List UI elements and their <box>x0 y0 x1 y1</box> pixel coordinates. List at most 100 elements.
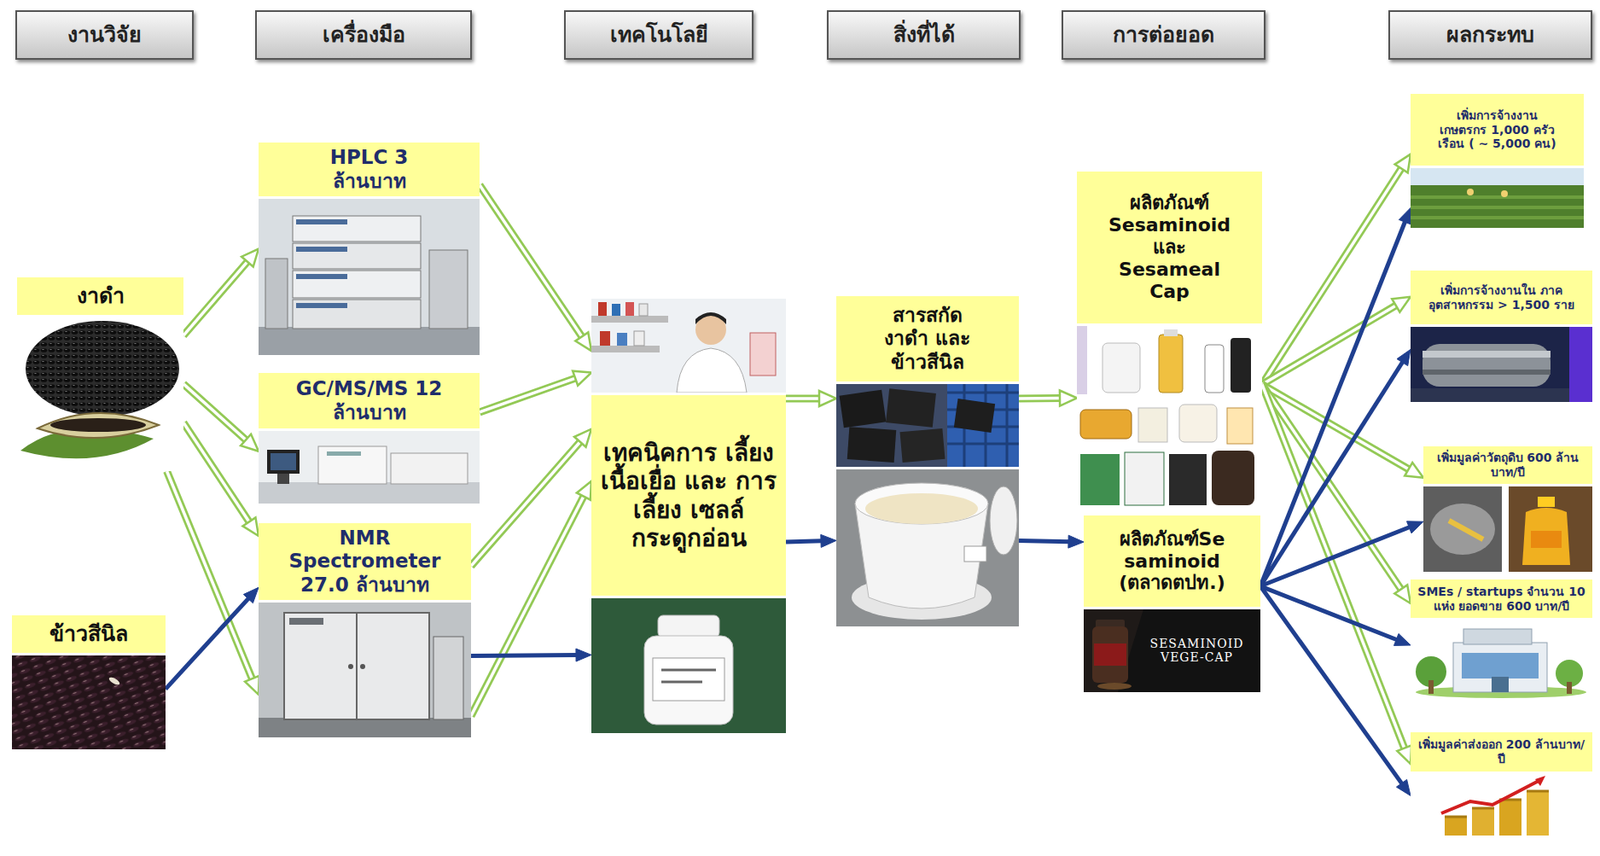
arrow-line-core <box>1262 168 1403 385</box>
illustration-frame <box>258 198 480 355</box>
box-label: งานวิจัย <box>67 23 142 48</box>
flow-arrow <box>1018 535 1084 548</box>
box-label: ผลิตภัณฑ์ Sesaminoid และ Sesameal Cap <box>1101 192 1239 303</box>
illustration-part <box>296 302 348 309</box>
arrow-line <box>1018 394 1061 402</box>
illustration-part <box>900 428 946 463</box>
box-label: เพิ่มการจ้างงาน เกษตรกร 1,000 ครัวเรือน … <box>1433 108 1562 152</box>
label-panel: งาดำ <box>17 277 184 315</box>
arrow-line <box>1262 384 1405 749</box>
illustration-part <box>1080 409 1132 439</box>
illustration-part <box>289 617 324 625</box>
illustration-part <box>750 332 776 376</box>
arrow-line <box>183 422 251 523</box>
illustration-part <box>258 717 472 738</box>
illustration-part <box>296 273 348 280</box>
box-label: ข้าวสีนิล <box>49 621 128 647</box>
illustration-part <box>292 299 421 329</box>
label-panel: เพิ่มมูลค่าส่งออก 200 ล้านบาท/ปี <box>1410 732 1593 772</box>
illustration-part <box>1211 450 1255 506</box>
illustration-part <box>591 298 786 393</box>
illustration-part <box>37 413 159 438</box>
arrow-line <box>1262 168 1403 385</box>
box-label: SMEs / startups จำนวน 10 แห่ง ยอดขาย 600… <box>1413 584 1589 613</box>
illustration-part <box>1441 780 1539 814</box>
box-label: NMR Spectrometer 27.0 ล้านบาท <box>279 526 451 596</box>
illustration-part <box>1501 190 1508 198</box>
scientist-illustration <box>591 298 786 393</box>
illustration-part <box>625 302 635 316</box>
illustration-part <box>1169 453 1207 506</box>
illustration-frame <box>591 298 786 393</box>
illustration-part <box>1230 337 1251 393</box>
flow-arrow <box>1260 521 1424 587</box>
extract-powder-illustration <box>836 469 1019 627</box>
illustration-part <box>284 612 430 720</box>
arrowhead <box>1059 390 1077 407</box>
illustration-part <box>1508 486 1593 572</box>
illustration-part <box>1463 628 1532 645</box>
source-box: งาดำ <box>17 277 184 472</box>
arrow-line <box>471 655 577 657</box>
box-label: ผลิตภัณฑ์Se saminoid (ตลาดตปท.) <box>1104 528 1241 595</box>
arrowhead <box>574 429 592 448</box>
illustration-part <box>267 449 300 474</box>
box-label: เพิ่มการจ้างงานใน ภาคอุตสาหกรรม > 1,500 … <box>1416 283 1588 312</box>
illustration-part <box>1530 530 1562 548</box>
arrowhead <box>1394 633 1411 646</box>
illustration-part <box>292 215 421 242</box>
illustration-part <box>258 602 472 738</box>
arrowhead <box>576 481 592 501</box>
arrowhead <box>1396 744 1412 764</box>
illustration-part <box>258 198 480 355</box>
building-illustration <box>1410 620 1593 699</box>
illustration-part <box>644 635 734 725</box>
flow-arrow <box>479 185 592 351</box>
illustration-part <box>1080 453 1120 506</box>
illustration-part <box>695 312 727 325</box>
illustration-part <box>1093 643 1127 666</box>
impact-box: เพิ่มการจ้างงาน เกษตรกร 1,000 ครัวเรือน … <box>1410 93 1584 228</box>
arrow-line-core <box>183 261 249 336</box>
illustration-part <box>107 675 121 687</box>
product-box: ผลิตภัณฑ์Se saminoid (ตลาดตปท.) SESAMINO… <box>1083 515 1261 693</box>
flow-arrow <box>1260 586 1411 797</box>
illustration-part <box>1422 369 1551 375</box>
label-panel: เพิ่มการจ้างงาน เกษตรกร 1,000 ครัวเรือน … <box>1410 93 1584 166</box>
illustration-frame <box>1410 168 1584 228</box>
illustration-part <box>1097 682 1132 690</box>
arrow-line <box>479 185 582 338</box>
illustration-frame <box>258 602 472 738</box>
arrow-line <box>471 441 581 566</box>
illustration-frame <box>1410 773 1593 838</box>
illustration-part <box>1569 326 1593 402</box>
illustration-part <box>1430 503 1496 555</box>
arrow-line <box>785 395 821 403</box>
arrow-line <box>1260 586 1403 785</box>
illustration-part <box>639 303 648 316</box>
arrowhead <box>572 371 592 386</box>
arrowhead <box>1391 296 1411 313</box>
box-label: สารสกัด งาดำ และข้าวสีนิล <box>867 303 988 373</box>
illustration-part <box>1083 609 1144 693</box>
illustration-part <box>591 315 669 323</box>
illustration-part <box>599 331 611 346</box>
illustration-part <box>355 612 358 720</box>
arrow-line-core <box>479 378 576 413</box>
instrument-box: HPLC 3 ล้านบาท <box>258 142 480 355</box>
flow-arrow <box>1262 384 1412 764</box>
label-panel: SMEs / startups จำนวน 10 แห่ง ยอดขาย 600… <box>1410 579 1593 618</box>
box-label: งาดำ <box>76 283 125 309</box>
farm-illustration <box>1410 168 1584 228</box>
flow-arrow <box>785 534 837 547</box>
arrowhead <box>243 587 259 603</box>
label-panel: ผลิตภัณฑ์ Sesaminoid และ Sesameal Cap <box>1076 171 1263 324</box>
illustration-part <box>25 320 180 417</box>
arrowhead <box>1068 535 1084 548</box>
illustration-part <box>1092 626 1129 683</box>
illustration-part <box>947 384 1019 467</box>
column-header: เครื่องมือ <box>255 10 472 60</box>
arrowhead <box>576 648 592 662</box>
illustration-part <box>591 598 786 734</box>
